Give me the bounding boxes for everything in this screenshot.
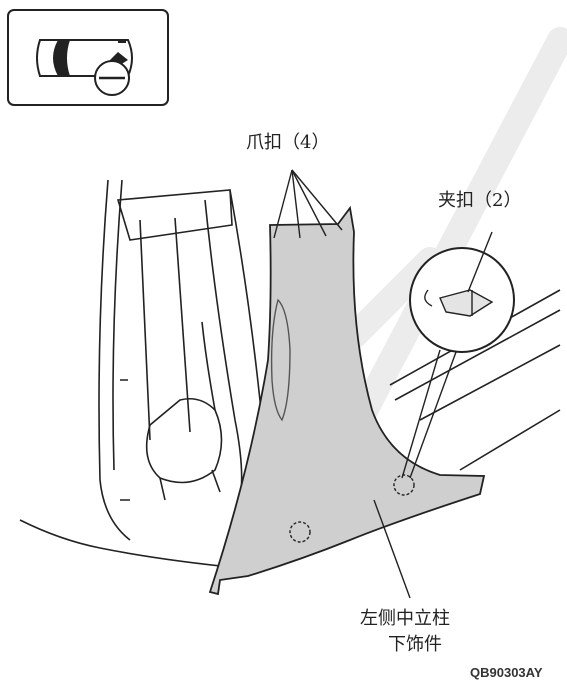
part-leader (373, 499, 411, 599)
part-name-line1: 左侧中立柱 (360, 608, 450, 629)
claws-label: 爪扣（4） (246, 132, 330, 153)
part-name-line2: 下饰件 (388, 634, 442, 655)
claws-leaders (273, 169, 343, 239)
clip-detail-icon (401, 231, 515, 479)
vehicle-locator-icon (7, 9, 169, 106)
vehicle-body-lines (19, 179, 561, 569)
figure-code: QB90303AY (470, 665, 543, 680)
pillar-trim-part (208, 205, 486, 596)
clip-label: 夹扣（2） (438, 190, 522, 211)
